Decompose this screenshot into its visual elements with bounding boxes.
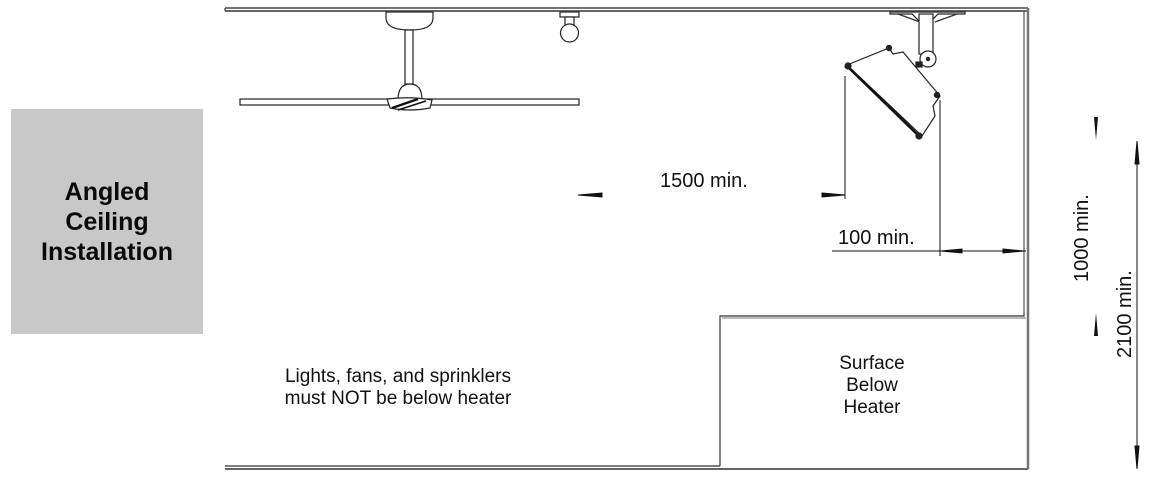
dimension-1000 xyxy=(1094,117,1098,336)
dimension-label-2100: 2100 min. xyxy=(1114,270,1136,358)
title-line-2: Ceiling xyxy=(65,207,149,236)
right-wall xyxy=(1023,8,1030,469)
dimension-label-100: 100 min. xyxy=(838,227,915,249)
light-bulb-icon xyxy=(559,11,580,43)
title-line-3: Installation xyxy=(41,237,173,266)
surface-below-heater-label: Surface Below Heater xyxy=(812,353,932,419)
surface-below-heater-block xyxy=(719,314,1026,466)
ceiling-fan-icon xyxy=(239,11,580,111)
placement-warning-note: Lights, fans, and sprinklers must NOT be… xyxy=(262,366,534,410)
surface-line-3: Heater xyxy=(843,397,901,418)
ceiling xyxy=(224,7,1028,12)
dimension-100 xyxy=(832,100,1026,256)
dimension-1500 xyxy=(577,76,846,199)
surface-line-1: Surface xyxy=(839,353,905,374)
dimension-2100 xyxy=(1134,140,1140,470)
warning-line-1: Lights, fans, and sprinklers xyxy=(284,366,511,387)
installation-type-panel: Angled Ceiling Installation xyxy=(11,109,203,334)
warning-line-2: must NOT be below heater xyxy=(284,388,512,409)
dimension-label-1500: 1500 min. xyxy=(660,170,748,192)
surface-line-2: Below xyxy=(846,375,898,396)
floor xyxy=(225,465,1028,470)
title-line-1: Angled xyxy=(64,177,150,206)
radiant-heater-icon xyxy=(844,11,966,140)
dimension-label-1000: 1000 min. xyxy=(1071,194,1093,282)
